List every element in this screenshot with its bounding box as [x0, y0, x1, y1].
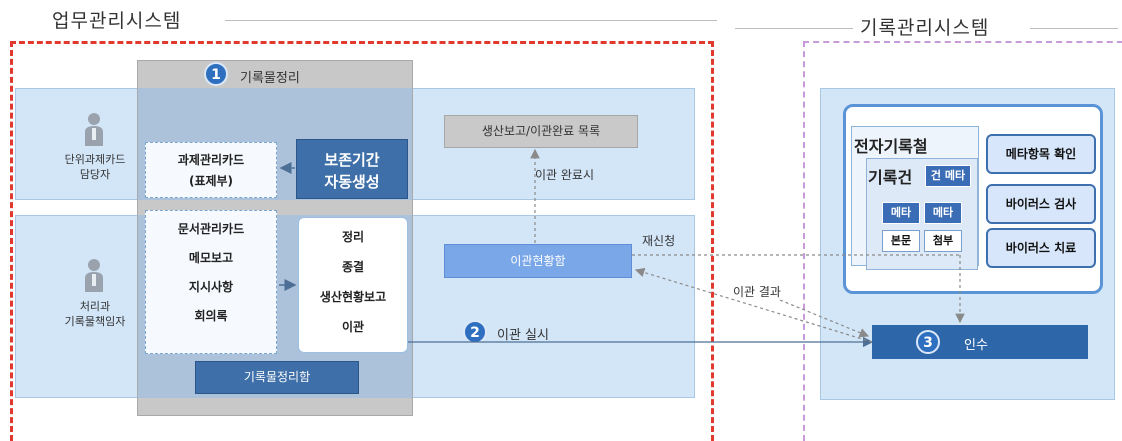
step1-label: 기록물정리 — [240, 71, 300, 86]
right-title-rule-right — [1030, 28, 1118, 29]
retention-auto-button[interactable]: 보존기간 자동생성 — [296, 139, 408, 199]
transfer-result-label: 이관 결과 — [733, 285, 781, 299]
process-production-report: 생산현황보고 — [319, 290, 387, 304]
role-task-owner-line2: 담당자 — [79, 168, 111, 181]
meta-chip-b: 메타 — [924, 202, 962, 224]
reapply-label: 재신청 — [642, 234, 676, 248]
task-card-line1: 과제관리카드 — [177, 153, 245, 167]
document-list-card[interactable]: 문서관리카드 메모보고 지시사항 회의록 — [145, 210, 277, 354]
step3-badge: 3 — [916, 330, 940, 354]
role-records-officer-line2: 기록물책임자 — [64, 315, 126, 328]
task-card-line2: (표제부) — [188, 174, 234, 188]
task-card[interactable]: 과제관리카드 (표제부) — [145, 142, 277, 198]
record-item-title: 기록건 — [868, 168, 913, 187]
left-system-title: 업무관리시스템 — [52, 10, 182, 32]
virus-scan-button[interactable]: 바이러스 검사 — [986, 184, 1096, 224]
transfer-status-box[interactable]: 이관현황함 — [444, 244, 632, 278]
role-records-officer-line1: 처리과 — [79, 300, 111, 313]
production-report-list[interactable]: 생산보고/이관완료 목록 — [444, 115, 638, 148]
person-icon-records-officer — [85, 259, 103, 292]
role-records-officer: 처리과 기록물책임자 — [40, 299, 150, 329]
attachment-chip: 첨부 — [924, 230, 962, 252]
left-title-rule — [225, 20, 717, 21]
step1-badge: 1 — [204, 62, 228, 86]
step2-label: 이관 실시 — [497, 328, 549, 343]
doc-item-memo-report: 메모보고 — [188, 251, 234, 265]
right-title-rule-left — [735, 28, 853, 29]
process-box[interactable]: 정리 종결 생산현황보고 이관 — [298, 217, 408, 353]
doc-item-instructions: 지시사항 — [188, 280, 234, 294]
item-meta-chip: 건 메타 — [925, 165, 971, 187]
person-icon-task-owner — [85, 113, 103, 146]
meta-chip-a: 메타 — [882, 202, 920, 224]
transfer-done-label: 이관 완료시 — [535, 168, 595, 182]
right-system-frame — [803, 41, 1122, 441]
process-close: 종결 — [341, 260, 365, 274]
left-system-frame — [10, 41, 714, 441]
right-system-title: 기록관리시스템 — [860, 17, 990, 39]
body-chip: 본문 — [882, 230, 920, 252]
process-organize: 정리 — [341, 230, 365, 244]
role-task-owner-line1: 단위과제카드 — [64, 153, 126, 166]
process-transfer: 이관 — [341, 320, 365, 334]
organize-box-button[interactable]: 기록물정리함 — [195, 361, 359, 394]
retention-line2: 자동생성 — [324, 173, 380, 191]
role-task-owner: 단위과제카드 담당자 — [40, 152, 150, 182]
retention-line1: 보존기간 — [324, 151, 380, 169]
step2-badge: 2 — [463, 320, 487, 344]
doc-item-document-card: 문서관리카드 — [177, 222, 245, 236]
receive-label: 인수 — [964, 338, 988, 353]
doc-item-meeting-minutes: 회의록 — [194, 309, 228, 323]
meta-check-button[interactable]: 메타항목 확인 — [986, 134, 1096, 174]
virus-cure-button[interactable]: 바이러스 치료 — [986, 228, 1096, 268]
record-folder-title: 전자기록철 — [854, 137, 928, 156]
receive-box[interactable] — [872, 325, 1088, 359]
